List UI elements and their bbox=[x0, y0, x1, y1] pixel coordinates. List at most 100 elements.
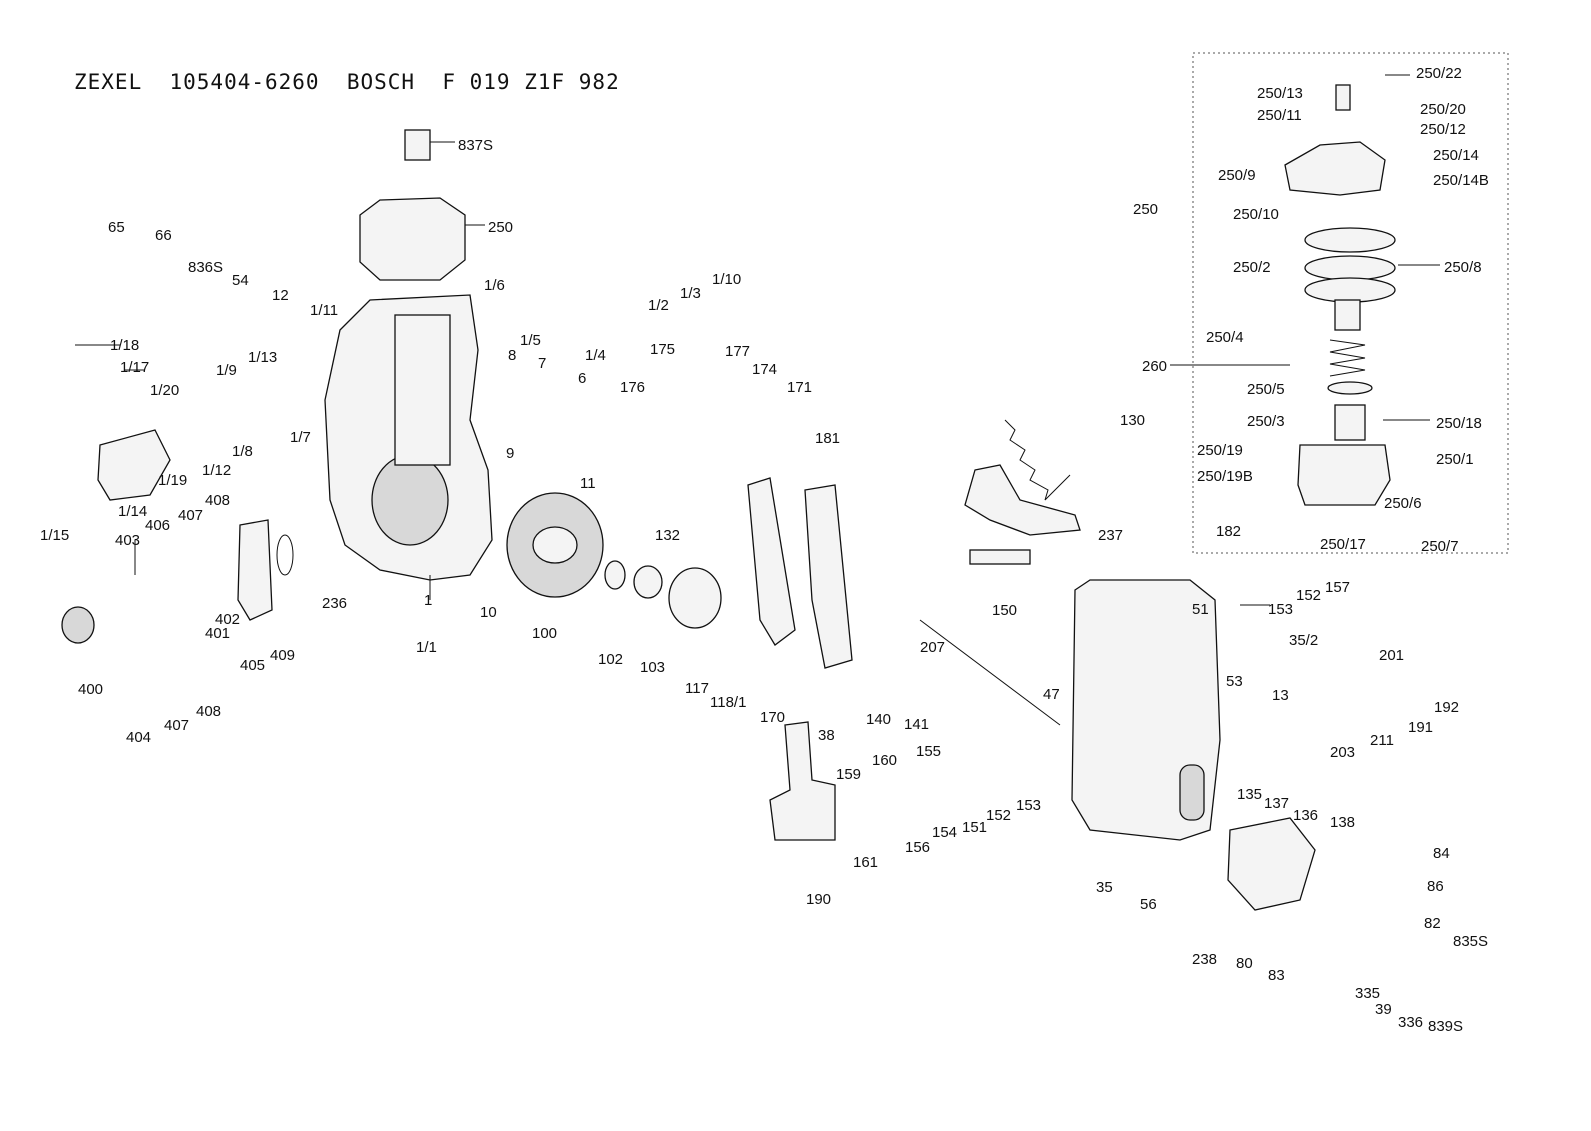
part-label-82: 136 bbox=[1293, 807, 1318, 824]
part-label-54: 118/1 bbox=[710, 694, 746, 711]
part-label-89: 154 bbox=[932, 824, 957, 841]
part-label-21: 1/8 bbox=[232, 443, 253, 460]
part-label-57: 404 bbox=[126, 729, 151, 746]
cam-plate-hole bbox=[532, 526, 578, 564]
part-label-121: 250/5 bbox=[1247, 381, 1285, 398]
part-250-5-shape bbox=[1327, 381, 1373, 395]
part-label-51: 102 bbox=[598, 651, 623, 668]
part-label-85: 160 bbox=[872, 752, 897, 769]
inset-250-box bbox=[1192, 52, 1509, 554]
part-label-63: 207 bbox=[920, 639, 945, 656]
part-label-88: 156 bbox=[905, 839, 930, 856]
part-label-61: 140 bbox=[866, 711, 891, 728]
part-label-102: 835S bbox=[1453, 933, 1488, 950]
part-label-15: 1/17 bbox=[120, 359, 149, 376]
part-label-1: 250 bbox=[488, 219, 513, 236]
part-label-104: 39 bbox=[1375, 1001, 1392, 1018]
part-label-32: 9 bbox=[506, 445, 514, 462]
part-label-33: 11 bbox=[580, 475, 596, 492]
part-label-9: 1/5 bbox=[520, 332, 541, 349]
part-label-20: 1/12 bbox=[202, 462, 231, 479]
part-label-120: 260 bbox=[1142, 358, 1167, 375]
shaft-250-shape bbox=[1334, 299, 1361, 331]
part-label-96: 238 bbox=[1192, 951, 1217, 968]
part-label-108: 250/13 bbox=[1257, 85, 1303, 102]
part-label-113: 250/9 bbox=[1218, 167, 1256, 184]
part-label-11: 1/10 bbox=[712, 271, 741, 288]
part-250-3-shape bbox=[1334, 404, 1366, 441]
part-label-94: 35 bbox=[1096, 879, 1113, 896]
part-label-2: 65 bbox=[108, 219, 125, 236]
part-label-100: 80 bbox=[1236, 955, 1253, 972]
part-label-23: 1/14 bbox=[118, 503, 147, 520]
part-label-56: 400 bbox=[78, 681, 103, 698]
o-ring-409-shape bbox=[276, 534, 294, 576]
part-label-27: 175 bbox=[650, 341, 675, 358]
part-label-7: 1/11 bbox=[310, 302, 338, 319]
part-label-66: 182 bbox=[1216, 523, 1241, 540]
part-label-127: 250/6 bbox=[1384, 495, 1422, 512]
part-label-50: 100 bbox=[532, 625, 557, 642]
part-label-42: 402 bbox=[215, 611, 240, 628]
part-label-103: 335 bbox=[1355, 985, 1380, 1002]
flange-405-shape bbox=[237, 519, 273, 621]
part-label-84: 159 bbox=[836, 766, 861, 783]
part-label-112: 250/14 bbox=[1433, 147, 1479, 164]
part-label-117: 250/2 bbox=[1233, 259, 1271, 276]
part-label-70: 157 bbox=[1325, 579, 1350, 596]
part-label-67: 51 bbox=[1192, 601, 1209, 618]
diagram-title: ZEXEL 105404-6260 BOSCH F 019 Z1F 982 bbox=[74, 70, 620, 94]
part-label-83: 138 bbox=[1330, 814, 1355, 831]
part-label-40: 1/15 bbox=[40, 527, 69, 544]
lever-181-shape bbox=[804, 484, 853, 669]
part-label-115: 250 bbox=[1133, 201, 1158, 218]
part-250-9-shape bbox=[1284, 141, 1386, 196]
part-label-90: 151 bbox=[962, 819, 987, 836]
part-label-16: 1/20 bbox=[150, 382, 179, 399]
disc-250-2-shape bbox=[1304, 255, 1396, 281]
part-label-17: 1/9 bbox=[216, 362, 237, 379]
part-label-25: 7 bbox=[538, 355, 546, 372]
part-label-126: 250/19B bbox=[1197, 468, 1253, 485]
disc-250-8a-shape bbox=[1304, 227, 1396, 253]
part-label-99: 82 bbox=[1424, 915, 1441, 932]
part-label-26: 6 bbox=[578, 370, 586, 387]
housing-frame bbox=[394, 314, 451, 466]
part-label-34: 132 bbox=[655, 527, 680, 544]
part-label-36: 130 bbox=[1120, 412, 1145, 429]
part-label-8: 1/6 bbox=[484, 277, 505, 294]
part-label-47: 1 bbox=[424, 592, 432, 609]
part-label-59: 408 bbox=[196, 703, 221, 720]
part-label-77: 191 bbox=[1408, 719, 1433, 736]
part-label-12: 1/2 bbox=[648, 297, 669, 314]
part-label-98: 86 bbox=[1427, 878, 1444, 895]
part-label-69: 152 bbox=[1296, 587, 1321, 604]
cover-slot bbox=[1179, 764, 1205, 821]
cover-80-shape bbox=[1227, 817, 1316, 911]
part-label-110: 250/11 bbox=[1257, 107, 1302, 124]
part-label-19: 1/19 bbox=[158, 472, 187, 489]
part-label-24: 8 bbox=[508, 347, 516, 364]
part-label-86: 155 bbox=[916, 743, 941, 760]
part-label-74: 13 bbox=[1272, 687, 1289, 704]
part-label-79: 203 bbox=[1330, 744, 1355, 761]
part-label-13: 1/4 bbox=[585, 347, 606, 364]
part-label-35: 181 bbox=[815, 430, 840, 447]
part-label-10: 1/3 bbox=[680, 285, 701, 302]
part-label-29: 174 bbox=[752, 361, 777, 378]
part-label-73: 53 bbox=[1226, 673, 1243, 690]
part-label-28: 177 bbox=[725, 343, 750, 360]
pin-150-shape bbox=[969, 549, 1031, 565]
part-label-71: 47 bbox=[1043, 686, 1060, 703]
part-label-106: 839S bbox=[1428, 1018, 1463, 1035]
part-label-81: 137 bbox=[1264, 795, 1289, 812]
leader-lines bbox=[75, 74, 1440, 726]
part-label-55: 170 bbox=[760, 709, 785, 726]
part-250-shape bbox=[359, 197, 466, 281]
part-label-87: 161 bbox=[853, 854, 878, 871]
part-label-107: 250/22 bbox=[1416, 65, 1462, 82]
part-label-65: 237 bbox=[1098, 527, 1123, 544]
part-label-111: 250/12 bbox=[1420, 121, 1466, 138]
lever-190-shape bbox=[769, 721, 836, 841]
